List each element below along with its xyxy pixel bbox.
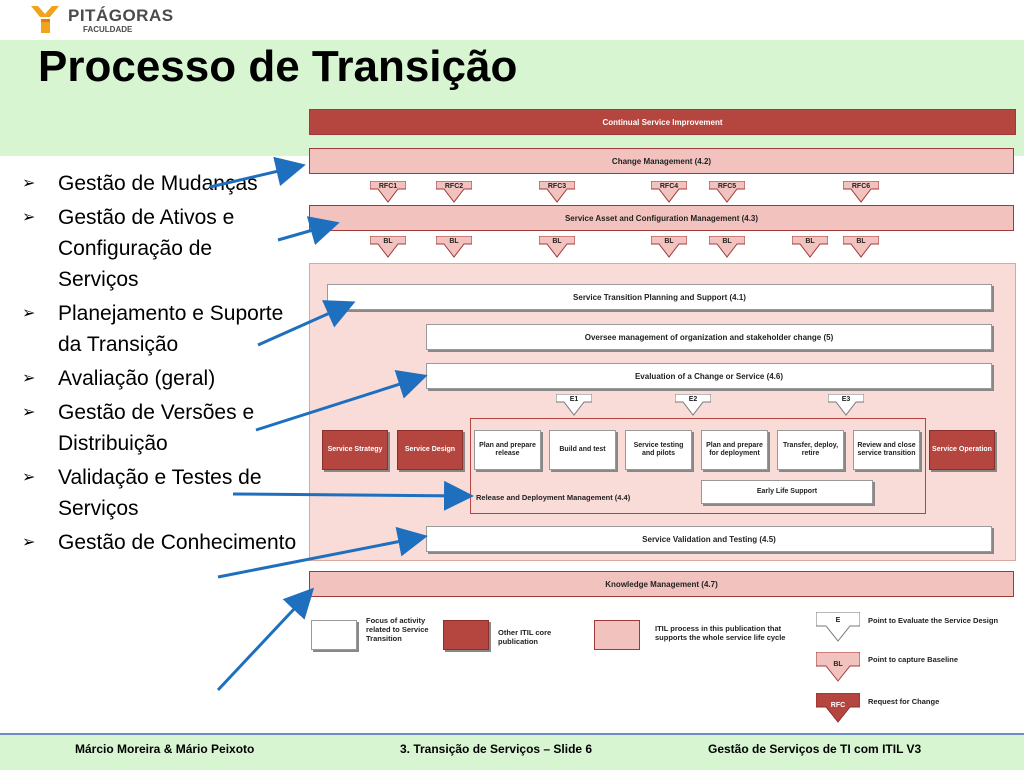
bullet-arrow-icon: ➢: [22, 404, 36, 421]
baseline-arrow: BL: [539, 236, 575, 258]
build-and-test-box: Build and test: [549, 430, 616, 470]
service-testing-pilots-box: Service testing and pilots: [625, 430, 692, 470]
plan-prepare-release-box: Plan and prepare release: [474, 430, 541, 470]
baseline-arrow: BL: [436, 236, 472, 258]
legend-rfc-text: Request for Change: [868, 697, 940, 706]
footer-authors: Márcio Moreira & Mário Peixoto: [75, 742, 255, 756]
early-life-support-box: Early Life Support: [701, 480, 873, 504]
pointer-change-management: [209, 156, 306, 189]
legend-baseline-arrow: BL: [816, 652, 860, 682]
pointer-knowledge: [216, 587, 315, 692]
legend-other-text: Other ITIL core publication: [498, 628, 552, 646]
legend-evaluate-text: Point to Evaluate the Service Design: [868, 616, 999, 625]
list-item: ➢Avaliação (geral): [22, 363, 297, 394]
rfc-arrow: RFC2: [436, 181, 472, 203]
logo-text: PITÁGORAS: [68, 6, 174, 25]
list-item: ➢Planejamento e Suporte da Transição: [22, 298, 297, 360]
bullet-arrow-icon: ➢: [22, 305, 36, 322]
legend-evaluate-arrow: E: [816, 612, 860, 642]
legend-focus-swatch: [311, 620, 357, 650]
service-operation-box: Service Operation: [929, 430, 995, 470]
rfc-arrow: RFC5: [709, 181, 745, 203]
plan-prepare-deployment-box: Plan and prepare for deployment: [701, 430, 768, 470]
continual-service-improvement-bar: Continual Service Improvement: [309, 109, 1016, 135]
evaluation-point-arrow: E1: [556, 394, 592, 416]
legend-itil-swatch: [594, 620, 640, 650]
page-title: Processo de Transição: [38, 42, 518, 91]
list-item: ➢Gestão de Versões e Distribuição: [22, 397, 297, 459]
legend-other-swatch: [443, 620, 489, 650]
legend-itil-text: ITIL process in this publication that su…: [655, 624, 786, 642]
baseline-arrow: BL: [843, 236, 879, 258]
pitagoras-logo-icon: [31, 6, 59, 33]
footer-course: Gestão de Serviços de TI com ITIL V3: [708, 742, 922, 756]
sacm-bar: Service Asset and Configuration Manageme…: [309, 205, 1014, 231]
bullet-arrow-icon: ➢: [22, 534, 36, 551]
legend-rfc-arrow: RFC: [816, 693, 860, 723]
list-item: ➢Gestão de Conhecimento: [22, 527, 297, 558]
validation-testing-bar: Service Validation and Testing (4.5): [426, 526, 992, 552]
list-item: ➢Gestão de Ativos e Configuração de Serv…: [22, 202, 297, 295]
baseline-arrow: BL: [370, 236, 406, 258]
oversee-management-bar: Oversee management of organization and s…: [426, 324, 992, 350]
baseline-arrow: BL: [792, 236, 828, 258]
evaluation-bar: Evaluation of a Change or Service (4.6): [426, 363, 992, 389]
release-deployment-label: Release and Deployment Management (4.4): [476, 493, 631, 502]
pointer-release-deployment: [232, 480, 474, 511]
bullet-arrow-icon: ➢: [22, 370, 36, 387]
legend-baseline-text: Point to capture Baseline: [868, 655, 959, 664]
logo-subtitle: FACULDADE: [83, 25, 133, 34]
footer-bar: [0, 733, 1024, 770]
pointer-evaluation: [255, 370, 428, 432]
bullet-arrow-icon: ➢: [22, 175, 36, 192]
service-design-box: Service Design: [397, 430, 463, 470]
rfc-arrow: RFC1: [370, 181, 406, 203]
pointer-sacm: [277, 216, 340, 246]
bullet-list: ➢Gestão de Mudanças ➢Gestão de Ativos e …: [22, 168, 297, 561]
footer-slide-number: 3. Transição de Serviços – Slide 6: [400, 742, 593, 756]
transition-planning-bar: Service Transition Planning and Support …: [327, 284, 992, 310]
list-item: ➢Gestão de Mudanças: [22, 168, 297, 199]
pointer-validation: [217, 526, 428, 579]
evaluation-point-arrow: E3: [828, 394, 864, 416]
transfer-deploy-retire-box: Transfer, deploy, retire: [777, 430, 844, 470]
title-band: [0, 40, 1024, 156]
baseline-arrow: BL: [651, 236, 687, 258]
list-item: ➢Validação e Testes de Serviços: [22, 462, 297, 524]
bullet-arrow-icon: ➢: [22, 209, 36, 226]
pointer-planning: [257, 300, 356, 347]
top-band: [0, 0, 1024, 40]
baseline-arrow: BL: [709, 236, 745, 258]
knowledge-management-bar: Knowledge Management (4.7): [309, 571, 1014, 597]
legend-focus-text: Focus of activity related to Service Tra…: [366, 616, 429, 643]
review-close-transition-box: Review and close service transition: [853, 430, 920, 470]
evaluation-point-arrow: E2: [675, 394, 711, 416]
rfc-arrow: RFC4: [651, 181, 687, 203]
change-management-bar: Change Management (4.2): [309, 148, 1014, 174]
service-strategy-box: Service Strategy: [322, 430, 388, 470]
rfc-arrow: RFC6: [843, 181, 879, 203]
rfc-arrow: RFC3: [539, 181, 575, 203]
bullet-arrow-icon: ➢: [22, 469, 36, 486]
